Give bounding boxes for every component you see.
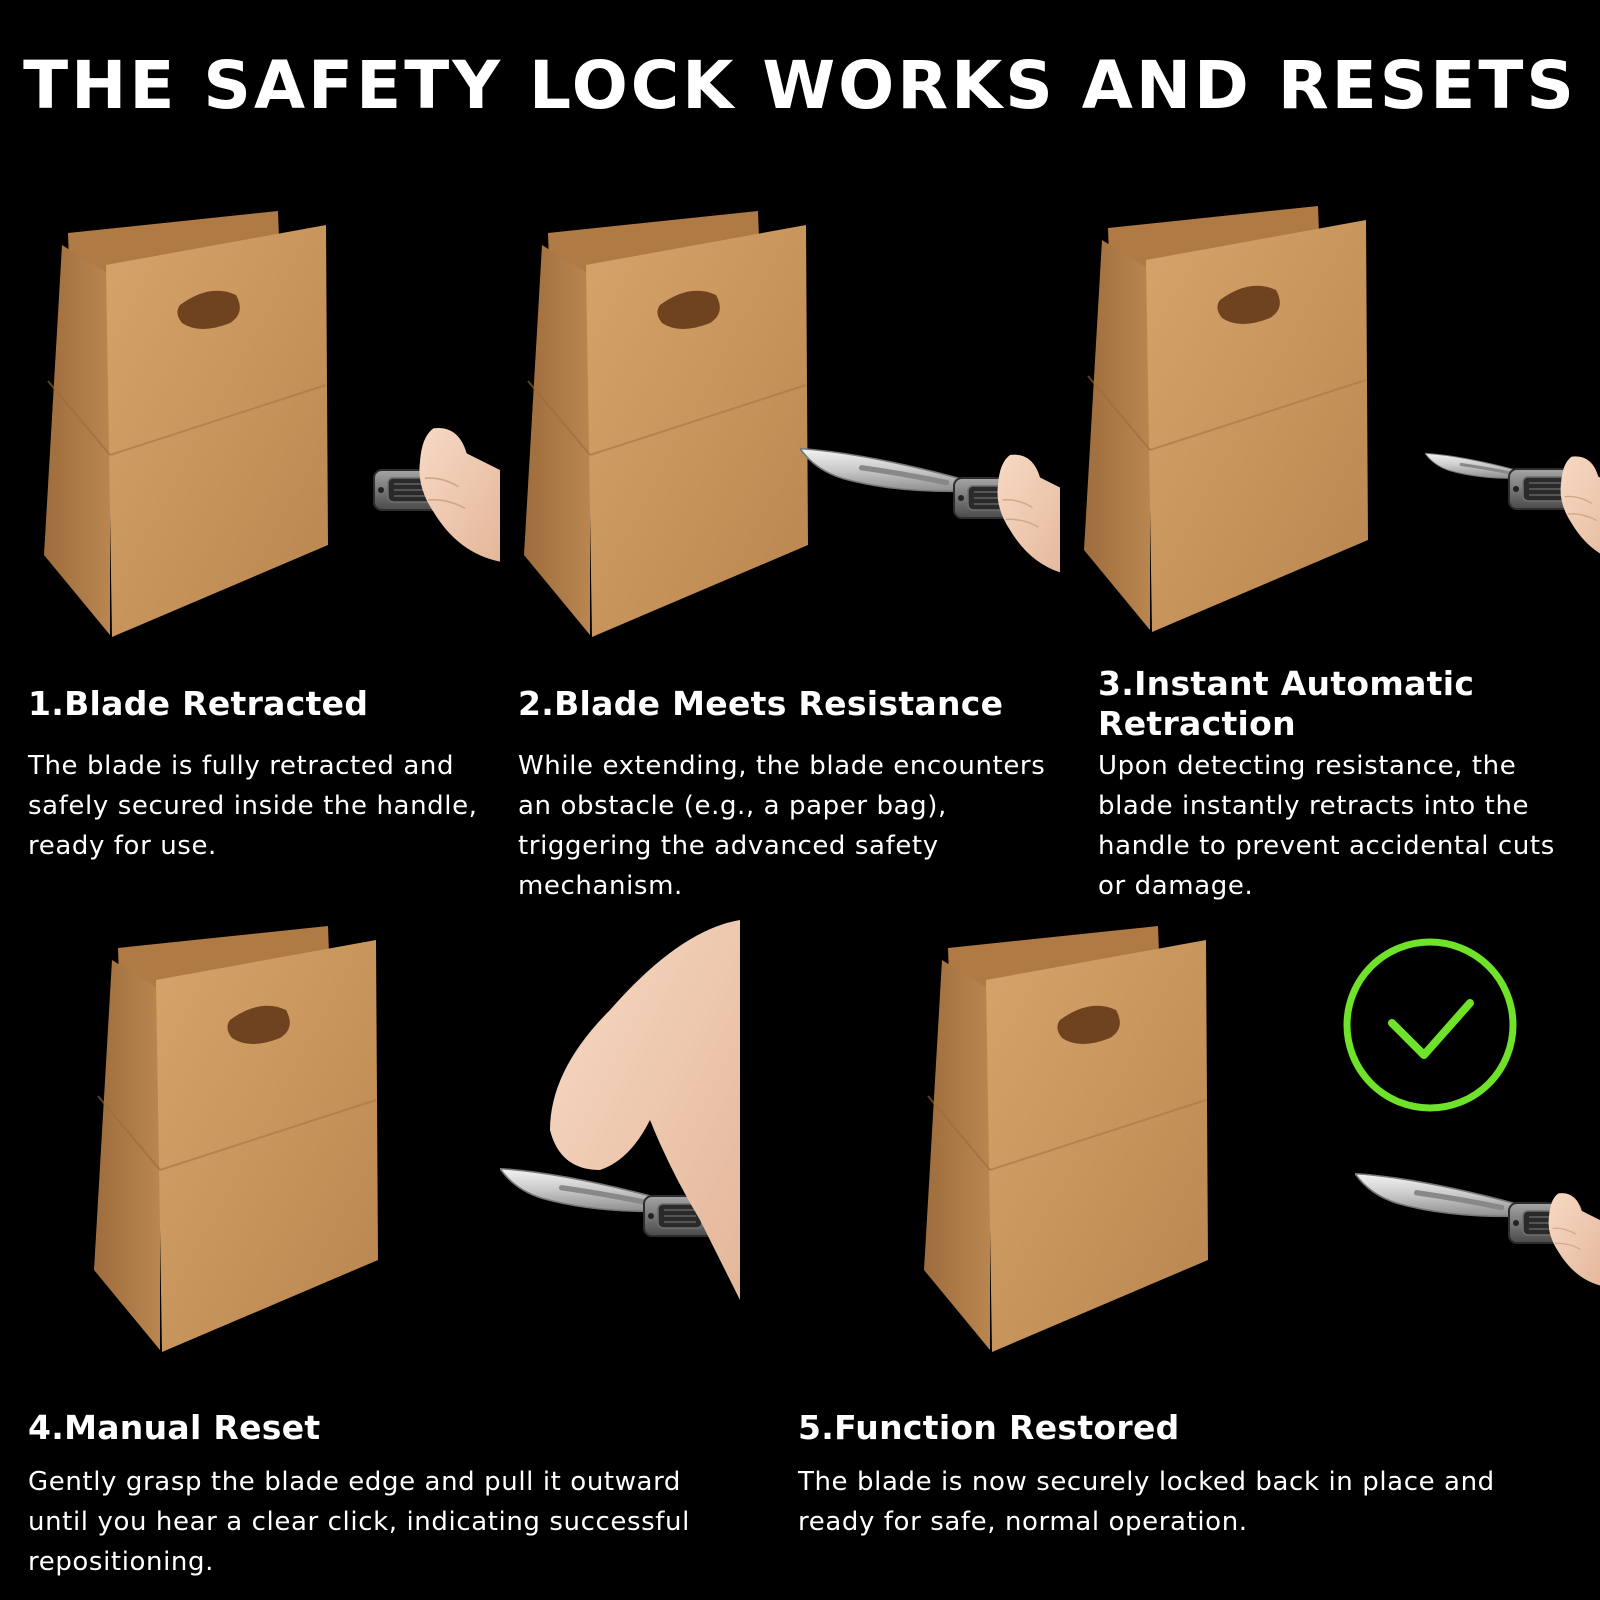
paper-bag-image: [1083, 205, 1369, 633]
step-2-description: While extending, the blade encounters an…: [518, 751, 1046, 901]
checkmark-icon: [1343, 938, 1517, 1112]
knife-restored-icon: [1355, 1174, 1600, 1288]
step-5-description: The blade is now securely locked back in…: [798, 1467, 1495, 1537]
page-title: THE SAFETY LOCK WORKS AND RESETS: [23, 47, 1577, 124]
step-5-title: 5.Function Restored: [798, 1408, 1180, 1447]
paper-bag-image: [523, 210, 809, 638]
step-4-description: Gently grasp the blade edge and pull it …: [28, 1467, 690, 1577]
step-4-title: 4.Manual Reset: [28, 1408, 321, 1447]
knife-extended-icon: [800, 449, 1060, 576]
step-2-illustration: [523, 210, 1060, 638]
hand-pulling-icon: [550, 920, 740, 1300]
step-2-title: 2.Blade Meets Resistance: [518, 684, 1004, 723]
step-3-illustration: [1083, 205, 1600, 633]
paper-bag-image: [923, 925, 1209, 1353]
step-1-title: 1.Blade Retracted: [28, 684, 369, 723]
step-4-illustration: [93, 920, 740, 1353]
step-1-illustration: [43, 210, 500, 638]
knife-retracted-icon: [373, 427, 500, 563]
step-1-description: The blade is fully retracted and safely …: [28, 751, 478, 861]
knife-retracting-icon: [1425, 451, 1600, 565]
paper-bag-image: [43, 210, 329, 638]
paper-bag-image: [93, 925, 379, 1353]
step-3-description: Upon detecting resistance, the blade ins…: [1098, 751, 1555, 901]
step-5-illustration: [923, 925, 1600, 1353]
step-3-title: 3.Instant Automatic Retraction: [1098, 664, 1475, 743]
